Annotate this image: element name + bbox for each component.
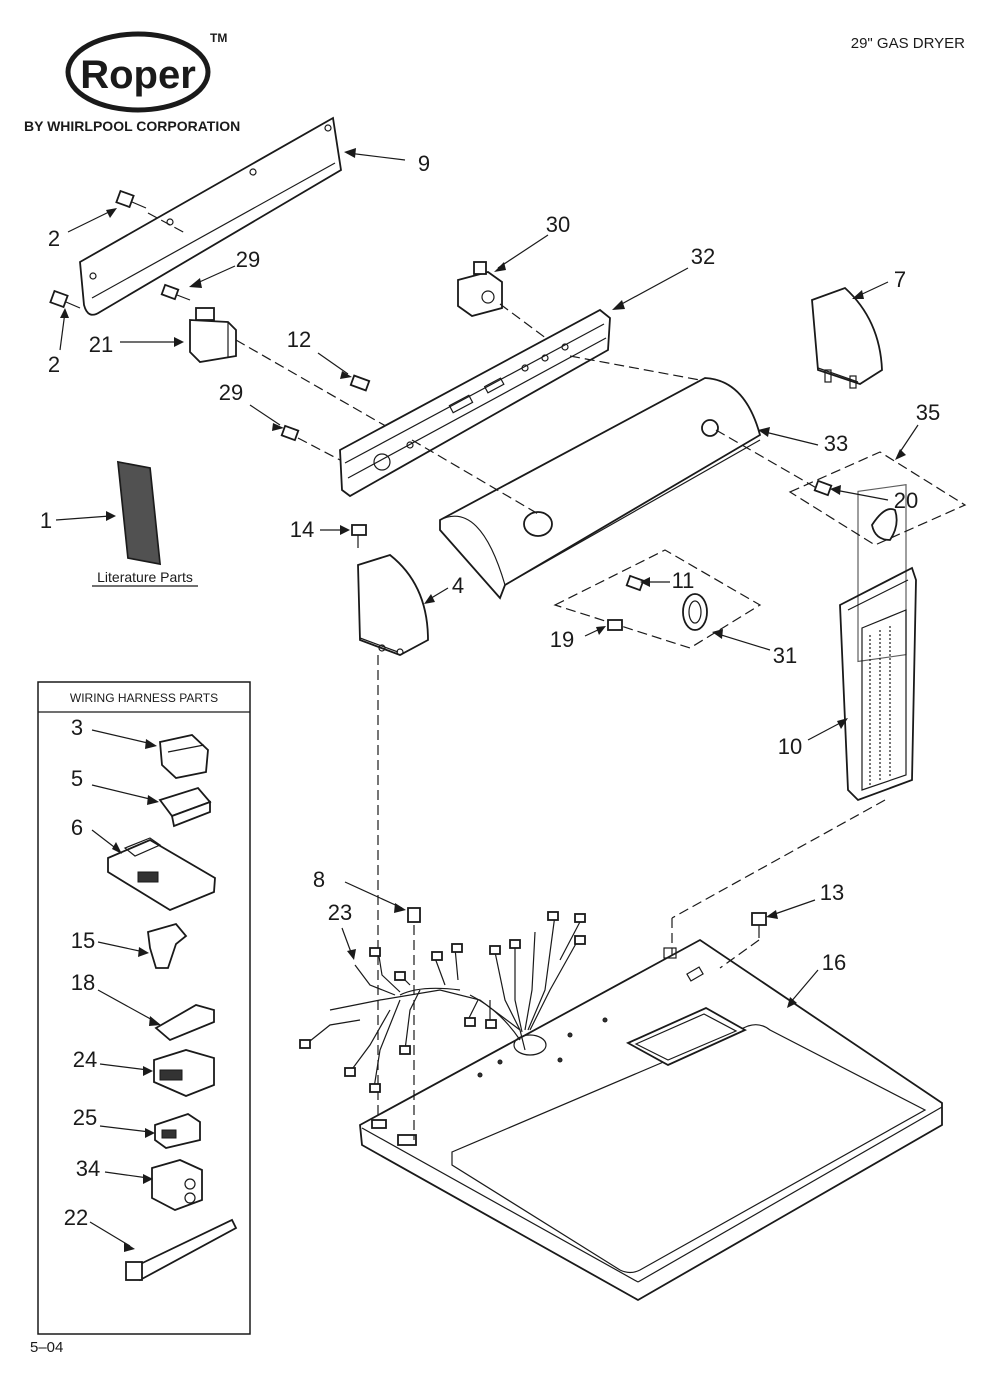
terminal-block-part <box>107 837 216 912</box>
callout-4: 4 <box>452 573 464 598</box>
callout-30: 30 <box>546 212 570 237</box>
callout-3: 3 <box>71 715 83 740</box>
wiring-harness-box <box>37 681 251 1335</box>
roper-logo: Roper TM <box>65 31 227 113</box>
logo-text: Roper <box>80 53 196 97</box>
callout-6: 6 <box>71 815 83 840</box>
product-title: 29" GAS DRYER <box>851 35 965 52</box>
callout-31: 31 <box>773 643 797 668</box>
callout-33: 33 <box>824 431 848 456</box>
footer-code: 5–04 <box>30 1339 63 1356</box>
callout-34: 34 <box>76 1156 100 1181</box>
callout-29: 29 <box>219 380 243 405</box>
trademark: TM <box>210 31 227 45</box>
callout-16: 16 <box>822 950 846 975</box>
callout-numbers: 9 2 2 29 21 12 29 30 32 7 35 33 20 1 14 … <box>40 151 940 1230</box>
callout-23: 23 <box>328 900 352 925</box>
callout-29: 29 <box>236 247 260 272</box>
screw-part <box>49 189 147 309</box>
callout-32: 32 <box>691 244 715 269</box>
callout-14: 14 <box>290 517 314 542</box>
rear-panel-part <box>79 116 342 316</box>
callout-2: 2 <box>48 352 60 377</box>
wiring-box-title: WIRING HARNESS PARTS <box>70 691 218 705</box>
callout-12: 12 <box>287 327 311 352</box>
callout-19: 19 <box>550 627 574 652</box>
end-cap-right-part <box>811 286 883 389</box>
callout-18: 18 <box>71 970 95 995</box>
callout-5: 5 <box>71 766 83 791</box>
callout-7: 7 <box>894 267 906 292</box>
lamp-socket-part <box>457 261 503 317</box>
callout-15: 15 <box>71 928 95 953</box>
connector-part <box>159 734 209 779</box>
callout-35: 35 <box>916 400 940 425</box>
end-cap-left-part <box>357 553 429 656</box>
literature-caption: Literature Parts <box>97 569 193 585</box>
literature-part <box>116 460 162 566</box>
callout-9: 9 <box>418 151 430 176</box>
switch-part <box>189 307 237 363</box>
callout-20: 20 <box>894 488 918 513</box>
callout-10: 10 <box>778 734 802 759</box>
top-panel-part <box>359 938 943 1302</box>
callout-2: 2 <box>48 226 60 251</box>
callout-8: 8 <box>313 867 325 892</box>
callout-11: 11 <box>672 568 695 593</box>
brand-subtitle: BY WHIRLPOOL CORPORATION <box>24 118 240 134</box>
callout-22: 22 <box>64 1205 88 1230</box>
callout-13: 13 <box>820 880 844 905</box>
lint-screen-part <box>839 483 917 802</box>
console-bracket-part <box>339 308 611 498</box>
callout-1: 1 <box>40 508 52 533</box>
callout-25: 25 <box>73 1105 97 1130</box>
console-part <box>439 377 762 600</box>
wire-harness-part <box>299 911 586 1093</box>
callout-21: 21 <box>89 332 113 357</box>
callout-24: 24 <box>73 1047 97 1072</box>
